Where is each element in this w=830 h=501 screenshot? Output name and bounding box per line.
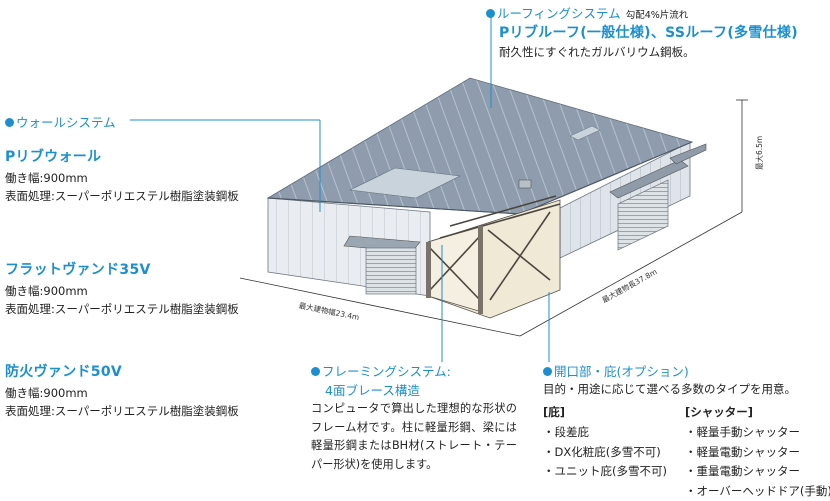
bullet-dot-icon	[486, 9, 495, 18]
wall-product-name: Pリブウォール	[5, 146, 239, 166]
framing-desc: コンピュータで算出した理想的な形状のフレーム材です。柱に軽量形鋼、梁には軽量形鋼…	[311, 400, 517, 474]
list-item: ・段差庇	[543, 423, 667, 443]
roof-heading: ルーフィングシステム 勾配4%片流れ	[486, 3, 688, 22]
bullet-dot-icon	[543, 367, 552, 376]
bullet-dot-icon	[311, 367, 320, 376]
front-shutter	[366, 248, 416, 294]
wall-product-name: フラットヴァンド35V	[5, 259, 239, 279]
framing-cutaway	[426, 196, 560, 318]
wall-product-finish: 表面処理:スーパーポリエステル樹脂塗装鋼板	[5, 187, 239, 205]
list-item: ・軽量手動シャッター	[685, 423, 830, 443]
wall-product-1: Pリブウォール 働き幅:900mm 表面処理:スーパーポリエステル樹脂塗装鋼板	[5, 146, 239, 205]
roof-slope-note: 勾配4%片流れ	[626, 10, 689, 21]
eaves-header: [庇]	[543, 404, 667, 420]
roof-title: ルーフィングシステム	[497, 6, 621, 21]
wall-product-width: 働き幅:900mm	[5, 384, 239, 402]
shutter-header: [シャッター]	[685, 404, 830, 420]
framing-title: フレーミングシステム:	[322, 364, 451, 379]
framing-subtitle: 4面ブレース構造	[325, 380, 420, 399]
bullet-dot-icon	[5, 118, 14, 127]
list-item: ・DX化粧庇(多雪不可)	[543, 443, 667, 463]
opening-title: 開口部・庇(オプション)	[554, 364, 689, 379]
list-item: ・ユニット庇(多雪不可)	[543, 462, 667, 482]
wall-title: ウォールシステム	[16, 115, 116, 130]
wall-product-width: 働き幅:900mm	[5, 282, 239, 300]
list-item: ・軽量電動シャッター	[685, 443, 830, 463]
roof-desc: 耐久性にすぐれたガルバリウム鋼板。	[499, 43, 695, 61]
wall-product-name: 防火ヴァンド50V	[5, 361, 239, 381]
opening-heading: 開口部・庇(オプション)	[543, 361, 689, 380]
wall-heading: ウォールシステム	[5, 112, 116, 131]
opening-desc: 目的・用途に応じて選べる多数のタイプを用意。	[543, 380, 796, 398]
shutter-list: [シャッター] ・軽量手動シャッター ・軽量電動シャッター ・重量電動シャッター…	[685, 404, 830, 501]
wall-product-2: フラットヴァンド35V 働き幅:900mm 表面処理:スーパーポリエステル樹脂塗…	[5, 259, 239, 318]
dimension-height: 最大6.5m	[754, 136, 765, 170]
wall-product-width: 働き幅:900mm	[5, 169, 239, 187]
wall-product-3: 防火ヴァンド50V 働き幅:900mm 表面処理:スーパーポリエステル樹脂塗装鋼…	[5, 361, 239, 420]
list-item: ・重量電動シャッター	[685, 462, 830, 482]
wall-product-finish: 表面処理:スーパーポリエステル樹脂塗装鋼板	[5, 300, 239, 318]
roof-product: Pリブルーフ(一般仕様)、SSルーフ(多雪仕様)	[499, 22, 798, 42]
list-item: ・オーバーヘッドドア(手動)	[685, 482, 830, 501]
wall-product-finish: 表面処理:スーパーポリエステル樹脂塗装鋼板	[5, 402, 239, 420]
framing-heading: フレーミングシステム:	[311, 361, 451, 380]
roof-ventilator	[519, 180, 531, 188]
eaves-list: [庇] ・段差庇 ・DX化粧庇(多雪不可) ・ユニット庇(多雪不可)	[543, 404, 667, 482]
